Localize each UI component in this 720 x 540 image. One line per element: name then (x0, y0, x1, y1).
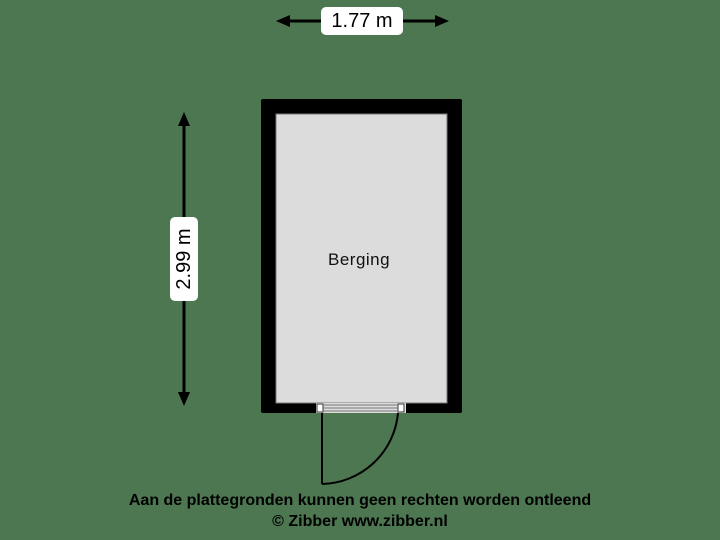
copyright-text: © Zibber www.zibber.nl (272, 513, 448, 530)
disclaimer-text: Aan de plattegronden kunnen geen rechten… (128, 492, 592, 509)
room-label-berging: Berging (328, 250, 391, 269)
height-dimension-label: 2.99 m (170, 217, 198, 301)
room-floor-berging (275, 113, 448, 404)
width-dimension-label: 1.77 m (321, 7, 403, 35)
door (316, 403, 406, 485)
